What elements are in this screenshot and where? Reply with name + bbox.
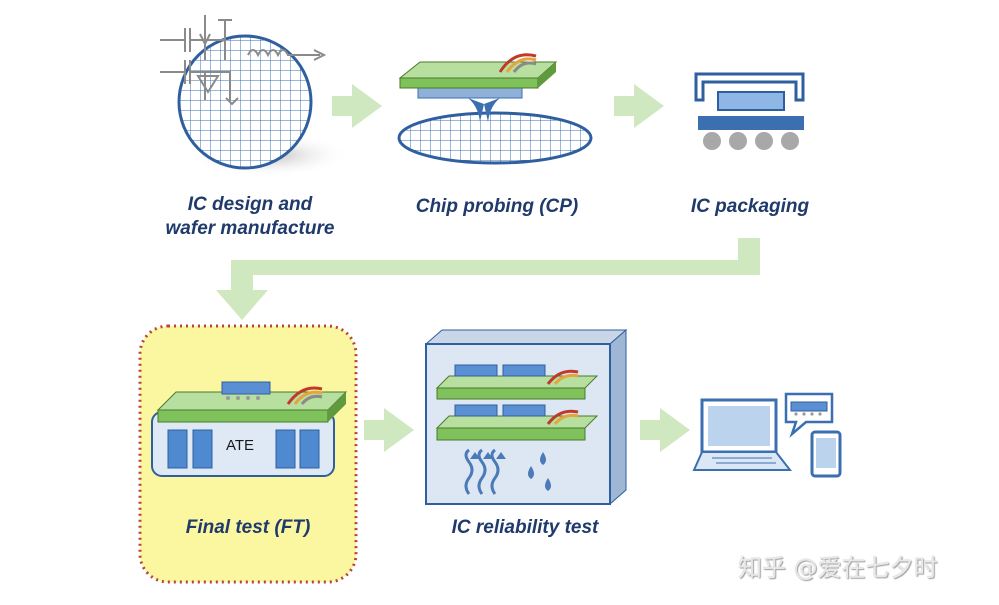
reliability-chamber-icon xyxy=(424,328,628,506)
label-ate: ATE xyxy=(226,437,255,454)
wafer-icon xyxy=(160,15,350,177)
arrow-cp-to-packaging xyxy=(614,84,664,128)
arrow-packaging-to-ft xyxy=(216,238,760,320)
arrow-ft-to-reliability xyxy=(364,408,414,452)
arrow-design-to-cp xyxy=(332,84,382,128)
laptop-phone-icon xyxy=(692,392,842,478)
ate-tester-icon xyxy=(151,381,348,477)
label-ft: Final test (FT) xyxy=(185,517,311,538)
label-design-line2: wafer manufacture xyxy=(165,218,335,239)
label-design-line1: IC design and xyxy=(187,194,313,215)
label-cp: Chip probing (CP) xyxy=(415,196,579,217)
label-packaging: IC packaging xyxy=(690,196,810,217)
watermark: 知乎 @爱在七夕时 xyxy=(738,554,938,582)
label-reliability: IC reliability test xyxy=(451,517,599,538)
label-design: IC design and wafer manufacture xyxy=(150,193,350,241)
arrow-reliability-to-device xyxy=(640,408,690,452)
probe-card-icon xyxy=(397,53,593,165)
package-icon xyxy=(694,72,805,150)
